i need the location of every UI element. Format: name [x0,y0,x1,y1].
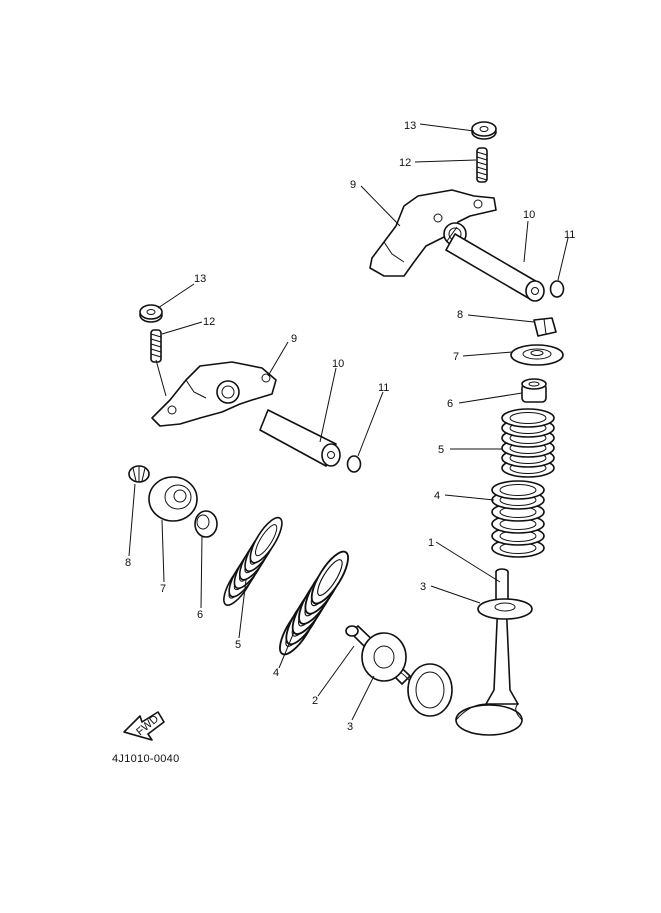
adjusting-screw-12-left [150,329,162,363]
callout-3-left: 3 [347,721,353,733]
callout-7-left: 7 [160,583,166,595]
callout-10-left: 10 [332,358,344,370]
callout-6-left: 6 [197,609,203,621]
callout-3-right: 3 [420,581,426,593]
rocker-assembly-right [369,121,565,302]
valve-cotter-8-left [128,465,150,483]
callout-11-right: 11 [564,229,575,241]
rocker-assembly-left [139,304,362,473]
diagram-code: 4J1010-0040 [112,753,180,765]
callout-13-left: 13 [194,273,206,285]
adjusting-screw-12-right [476,147,488,183]
rocker-shaft-10-right [445,226,545,302]
callout-labels: 13 12 9 10 11 8 7 6 5 4 1 3 13 12 9 10 1… [125,120,575,733]
spring-seat-3-right [477,598,533,620]
callout-9-right: 9 [350,179,356,191]
callout-5-left: 4 [273,667,279,679]
valve-cotter-8-right [533,317,557,337]
callout-5-right: 4 [434,490,440,502]
o-ring-11-right [549,280,565,298]
callout-2: 2 [312,695,318,707]
callout-12-right: 12 [399,157,411,169]
spring-retainer-7-left [148,476,198,522]
callout-8-left: 8 [125,557,131,569]
callout-4-left: 5 [235,639,241,651]
nut-13-left [139,304,163,323]
valve-stack-right [455,317,564,736]
callout-4-right: 5 [438,444,444,456]
inner-spring-4-left [217,512,289,611]
callout-11-left: 11 [378,382,389,394]
o-ring-11-left [346,455,362,473]
valve-1 [455,568,523,736]
inner-spring-4-right [501,408,555,478]
spring-retainer-7-right [510,344,564,366]
callout-6-right: 6 [447,398,453,410]
outer-spring-5-right [491,480,545,558]
callout-9-left: 9 [291,333,297,345]
rocker-shaft-10-left [259,409,341,467]
callout-1: 1 [428,537,434,549]
stem-seal-6-left [194,510,218,538]
callout-10-right: 10 [523,209,535,221]
callout-12-left: 12 [203,316,215,328]
rocker-arm-9-left [151,361,277,427]
nut-13-right [471,121,497,140]
callout-8-right: 8 [457,309,463,321]
fwd-arrow-icon: FWD [123,711,165,741]
valve-stack-left [128,465,453,717]
callout-13-right: 13 [404,120,416,132]
stem-seal-6-right [521,378,547,403]
callout-7-right: 7 [453,351,459,363]
leader-lines [128,123,569,721]
spring-seat-3-left [361,632,407,682]
outer-spring-5-left [272,545,356,661]
